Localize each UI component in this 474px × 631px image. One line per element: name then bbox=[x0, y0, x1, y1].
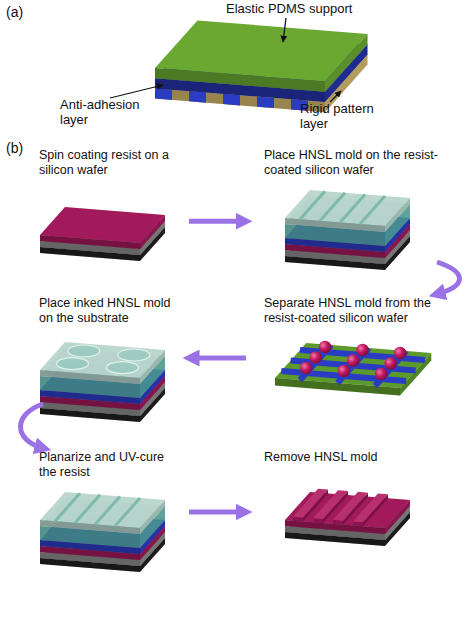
patterned-resist-part bbox=[293, 489, 388, 523]
patterned-resist bbox=[285, 489, 410, 546]
inked-mold-part-part bbox=[384, 357, 397, 370]
leader-lines-part bbox=[283, 18, 286, 42]
patterned-resist-part-part bbox=[333, 520, 343, 525]
process-step: Planarize and UV-cure the resist bbox=[25, 450, 185, 566]
inked-mold-part bbox=[275, 343, 431, 396]
patterned-resist-part-part bbox=[353, 521, 363, 526]
patterned-resist-part-part bbox=[293, 517, 303, 522]
hnsl-mold-part bbox=[155, 88, 172, 100]
inked-mold-part bbox=[281, 345, 425, 386]
planarized-stack-part-part bbox=[55, 493, 80, 521]
patterned-resist-part-part bbox=[313, 518, 323, 523]
inked-mold-part bbox=[300, 341, 406, 381]
inked-mold-part-part bbox=[347, 354, 360, 367]
inked-mold-part-part bbox=[319, 341, 332, 354]
mold-on-resist-part bbox=[285, 190, 410, 270]
process-arrow bbox=[189, 219, 244, 224]
process-arrow bbox=[191, 356, 246, 361]
process-step: Place inked HNSL mold on the substrate bbox=[25, 296, 185, 408]
process-arrow bbox=[189, 510, 244, 515]
patterned-resist-part bbox=[293, 517, 363, 527]
part-label: Anti-adhesion layer bbox=[60, 98, 156, 128]
step-caption: Separate HNSL mold from the resist-coate… bbox=[264, 296, 456, 326]
inked-mold-part-part bbox=[375, 368, 388, 381]
mold-on-resist-part bbox=[300, 191, 385, 224]
inked-mold-on-substrate-part-part bbox=[57, 358, 89, 370]
planarized-stack-part-part bbox=[115, 498, 140, 526]
hnsl-mold-part bbox=[223, 94, 240, 106]
part-label: Elastic PDMS support bbox=[226, 2, 352, 17]
mold-on-resist-part-part bbox=[340, 194, 365, 222]
hnsl-mold-part bbox=[189, 91, 206, 103]
planarized-stack-part bbox=[55, 493, 140, 526]
step-caption: Place HNSL mold on the resist-coated sil… bbox=[264, 148, 456, 178]
patterned-resist-part-part bbox=[353, 493, 388, 522]
hnsl-mold-part bbox=[155, 20, 368, 91]
inked-mold-on-substrate-part bbox=[57, 345, 150, 374]
inked-mold bbox=[275, 341, 431, 396]
planarized-stack-part-part bbox=[95, 496, 120, 524]
process-step: Place HNSL mold on the resist-coated sil… bbox=[250, 148, 455, 266]
inked-mold-part-part bbox=[300, 362, 313, 375]
process-arrow bbox=[437, 262, 460, 294]
planarized-stack-part bbox=[40, 492, 165, 572]
part-label: Rigid pattern layer bbox=[300, 102, 390, 132]
process-step: Remove HNSL mold bbox=[250, 450, 455, 550]
process-arrow bbox=[21, 404, 44, 448]
inked-mold-on-substrate bbox=[40, 342, 165, 422]
inked-mold-on-substrate-part-part bbox=[118, 349, 150, 361]
resist-on-wafer-part bbox=[40, 207, 165, 249]
mold-on-resist-part-part bbox=[300, 191, 325, 219]
leader-lines-part bbox=[330, 91, 341, 102]
inked-mold-on-substrate-part bbox=[40, 342, 165, 422]
planarized-stack bbox=[40, 492, 165, 572]
mold-on-resist-part-part bbox=[360, 196, 385, 224]
process-step: Spin coating resist on a silicon wafer bbox=[25, 148, 185, 266]
resist-on-wafer bbox=[40, 207, 165, 261]
leader-lines bbox=[110, 18, 341, 102]
step-caption: Planarize and UV-cure the resist bbox=[39, 450, 181, 480]
panel-label: (b) bbox=[6, 140, 23, 156]
leader-lines-part bbox=[110, 85, 163, 98]
planarized-stack-part-part bbox=[75, 495, 100, 523]
inked-mold-part-part bbox=[394, 347, 407, 360]
hnsl-mold-part bbox=[257, 97, 274, 109]
inked-mold-part-part bbox=[309, 351, 322, 364]
process-step: Separate HNSL mold from the resist-coate… bbox=[250, 296, 455, 396]
step-caption: Spin coating resist on a silicon wafer bbox=[39, 148, 181, 178]
hnsl-mold bbox=[155, 20, 368, 112]
inked-mold-part-part bbox=[338, 365, 351, 378]
mold-on-resist-part-part bbox=[320, 193, 345, 221]
step-caption: Place inked HNSL mold on the substrate bbox=[39, 296, 181, 326]
inked-mold-on-substrate-part-part bbox=[68, 345, 100, 357]
panel-label: (a) bbox=[6, 4, 23, 20]
inked-mold-on-substrate-part-part bbox=[107, 362, 139, 374]
inked-mold-part-part bbox=[356, 344, 369, 357]
mold-on-resist bbox=[285, 190, 410, 270]
step-caption: Remove HNSL mold bbox=[264, 450, 456, 465]
